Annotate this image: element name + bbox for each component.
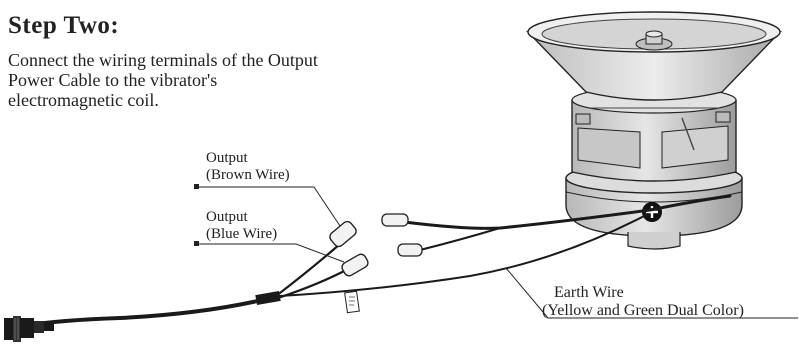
earth-wire-label-line2: (Yellow and Green Dual Color) bbox=[542, 302, 744, 319]
coil-lead-terminal-upper bbox=[381, 213, 409, 227]
instruction-line: electromagnetic coil. bbox=[8, 90, 159, 110]
earth-terminal-icon bbox=[642, 202, 662, 222]
blue-wire-terminal bbox=[341, 253, 369, 277]
cable-tag bbox=[344, 290, 360, 314]
blue-wire-label-line1: Output bbox=[206, 209, 248, 225]
aviation-connector-icon bbox=[4, 316, 54, 342]
instruction-line: Power Cable to the vibrator's bbox=[8, 70, 218, 90]
instruction-line: Connect the wiring terminals of the Outp… bbox=[8, 50, 318, 70]
label-leaders bbox=[194, 184, 798, 319]
blue-wire-label-line2: (Blue Wire) bbox=[206, 226, 278, 242]
brown-wire-terminal bbox=[329, 220, 357, 248]
brown-wire-label-line1: Output bbox=[206, 150, 248, 166]
vibrator-unit bbox=[525, 11, 783, 250]
coil-lead-terminal-lower bbox=[397, 243, 423, 257]
blue-wire-label: Output (Blue Wire) bbox=[206, 209, 277, 243]
output-power-cable bbox=[20, 194, 732, 328]
feeder-bowl bbox=[525, 11, 783, 101]
brown-wire-label: Output (Brown Wire) bbox=[206, 150, 290, 184]
earth-wire-label-line1: Earth Wire bbox=[554, 284, 624, 301]
brown-wire-label-line2: (Brown Wire) bbox=[206, 167, 290, 183]
step-title: Step Two: bbox=[8, 12, 120, 39]
coil-housing bbox=[571, 86, 737, 182]
step-instructions: Connect the wiring terminals of the Outp… bbox=[8, 50, 428, 110]
earth-wire-label: Earth Wire (Yellow and Green Dual Color) bbox=[542, 284, 744, 320]
